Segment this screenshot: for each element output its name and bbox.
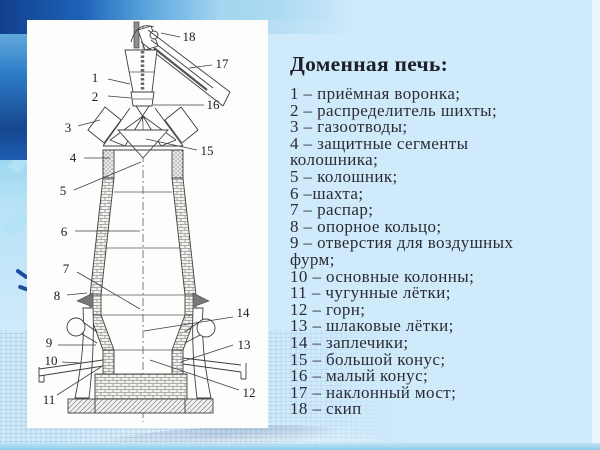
- legend-line: 7 – распар;: [290, 200, 374, 220]
- section-lines: [101, 191, 185, 351]
- diagram-label-10: 10: [45, 353, 58, 368]
- leader-line-17: [188, 64, 213, 69]
- tuyere-stocks: [81, 321, 201, 344]
- leader-line-7: [76, 271, 141, 310]
- leader-line-11: [56, 366, 102, 396]
- slag-runner-right: [182, 357, 247, 380]
- column-left: [74, 307, 94, 399]
- leader-line-8: [66, 292, 88, 296]
- diagram-label-15: 15: [201, 143, 214, 158]
- small-cone: [135, 105, 150, 117]
- background-bottom-edge: [0, 443, 600, 450]
- big-cone: [116, 129, 170, 159]
- diagram-label-11: 11: [43, 392, 56, 407]
- support-ring-right: [192, 292, 210, 308]
- legend-block: Доменная печь: 1 – приёмная воронка;2 – …: [290, 52, 592, 418]
- diagram-label-8: 8: [54, 288, 61, 303]
- legend-line: 17 – наклонный мост;: [290, 382, 457, 402]
- background-right-strip: [592, 0, 600, 450]
- leader-line-3: [77, 119, 101, 127]
- legend-line: 11 – чугунные лётки;: [290, 283, 451, 303]
- diagram-label-9: 9: [46, 335, 53, 350]
- dome-edges: [102, 107, 184, 147]
- legend-line: 13 – шлаковые лётки;: [290, 316, 454, 336]
- legend-line: 16 – малый конус;: [290, 366, 429, 386]
- feed-chute: [133, 21, 140, 49]
- protective-segment-right: [171, 149, 184, 179]
- diagram-label-6: 6: [61, 224, 68, 239]
- legend-line: 15 – большой конус;: [290, 349, 446, 369]
- leader-line-2: [107, 95, 132, 99]
- diagram-label-7: 7: [63, 261, 70, 276]
- legend-line: 6 –шахта;: [290, 183, 364, 203]
- leader-line-15: [145, 138, 198, 151]
- furnace-top: [87, 49, 199, 159]
- leader-line-12: [149, 359, 240, 391]
- legend-line: 8 – опорное кольцо;: [290, 216, 442, 236]
- diagram-label-5: 5: [60, 183, 67, 198]
- legend-line: 5 – колошник;: [290, 166, 398, 186]
- diagram-label-1: 1: [92, 70, 99, 85]
- gas-offtake-right: [164, 106, 199, 144]
- hearth-bottom-block: [94, 373, 188, 401]
- bridge-girder: [153, 47, 208, 91]
- diagram-label-4: 4: [70, 150, 77, 165]
- leader-line-14: [143, 316, 234, 332]
- iron-runner-left: [38, 359, 104, 383]
- diagram-label-18: 18: [183, 29, 196, 44]
- diagram-label-13: 13: [238, 337, 251, 352]
- legend-line: 10 – основные колонны;: [290, 266, 475, 286]
- foundation-joints: [94, 399, 186, 413]
- diagram-label-12: 12: [243, 385, 256, 400]
- leader-line-13: [180, 344, 234, 363]
- diagram-label-14: 14: [237, 305, 251, 320]
- foundation-slab: [67, 398, 214, 414]
- shaft-wall-left: [89, 177, 115, 296]
- diagram-label-2: 2: [92, 89, 99, 104]
- gas-offtake-left: [87, 106, 122, 144]
- tuyere-opening-right: [196, 318, 216, 338]
- legend-line: фурм;: [290, 249, 335, 269]
- hearth-wall-left: [102, 349, 115, 375]
- slide-title: Доменная печь:: [290, 52, 449, 76]
- support-ring-left: [76, 292, 94, 308]
- legend-line: 2 – распределитель шихты;: [290, 100, 498, 120]
- bridge-rails: [140, 29, 231, 107]
- leader-line-1: [107, 78, 131, 85]
- throat-rim: [103, 145, 183, 151]
- leader-line-18: [160, 32, 181, 38]
- diagram-label-17: 17: [216, 56, 230, 71]
- legend-line: 4 – защитные сегменты: [290, 133, 469, 153]
- legend-list: 1 – приёмная воронка;2 – распределитель …: [290, 84, 592, 419]
- leader-line-10: [61, 361, 81, 364]
- tuyere-opening-left: [66, 317, 86, 337]
- legend-line: 1 – приёмная воронка;: [290, 84, 461, 103]
- supports-and-runners: [38, 292, 247, 399]
- leader-line-5: [73, 161, 142, 191]
- legend-line: 18 – скип: [290, 399, 362, 419]
- legend-line: колошника;: [290, 150, 379, 170]
- legend-line: 12 – горн;: [290, 299, 366, 319]
- legend-line: 14 – заплечики;: [290, 332, 409, 352]
- legend-line: 3 – газоотводы;: [290, 117, 408, 137]
- diagram-label-16: 16: [207, 97, 221, 112]
- diagram-label-3: 3: [65, 120, 72, 135]
- legend-line: 9 – отверстия для воздушных: [290, 233, 514, 253]
- shaft-wall-right: [171, 177, 197, 296]
